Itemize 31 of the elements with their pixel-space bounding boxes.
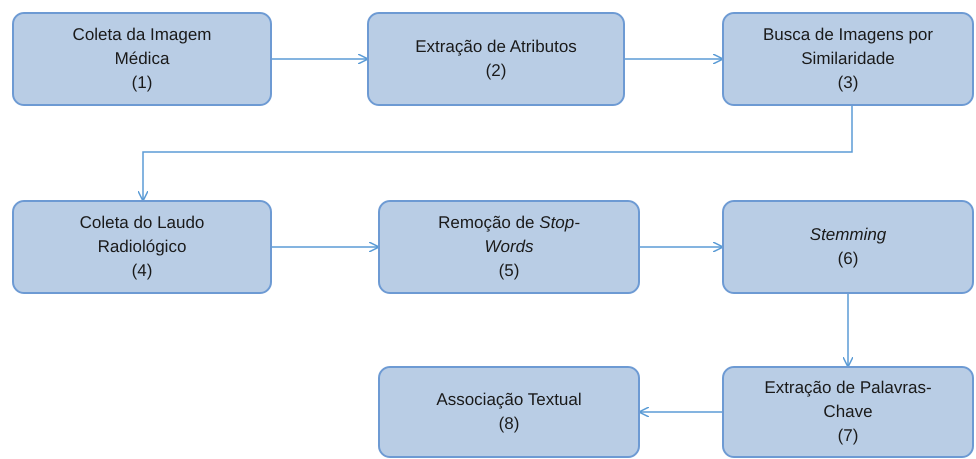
step-label: Stemming — [810, 224, 886, 246]
step-number: (4) — [132, 260, 152, 282]
step-number: (8) — [498, 413, 520, 435]
process-box — [378, 366, 640, 458]
step-number: (2) — [486, 60, 506, 82]
step-label: Coleta do Laudo Radiológico — [78, 212, 206, 258]
process-box — [722, 12, 974, 106]
step-label: Busca de Imagens por Similaridade — [762, 24, 934, 70]
process-box — [12, 12, 272, 106]
process-box — [367, 12, 625, 106]
step-number: (1) — [132, 72, 152, 94]
arrow — [842, 294, 854, 368]
arrow — [625, 53, 724, 65]
step-label: Coleta da Imagem Médica — [72, 24, 212, 70]
arrow — [640, 241, 724, 253]
arrow — [272, 53, 369, 65]
step-label: Extração de Atributos — [415, 36, 577, 58]
step-number: (6) — [838, 248, 858, 270]
process-box — [722, 366, 974, 458]
process-box — [722, 200, 974, 294]
arrow — [272, 241, 380, 253]
process-box — [378, 200, 640, 294]
arrow — [638, 406, 722, 418]
step-number: (7) — [838, 425, 858, 447]
step-label: Associação Textual — [436, 389, 582, 411]
step-number: (3) — [838, 72, 858, 94]
arrow — [137, 106, 853, 202]
process-box — [12, 200, 272, 294]
step-label: Remoção de Stop-Words — [437, 212, 581, 258]
step-number: (5) — [498, 260, 520, 282]
step-label: Extração de Palavras-Chave — [763, 377, 933, 423]
